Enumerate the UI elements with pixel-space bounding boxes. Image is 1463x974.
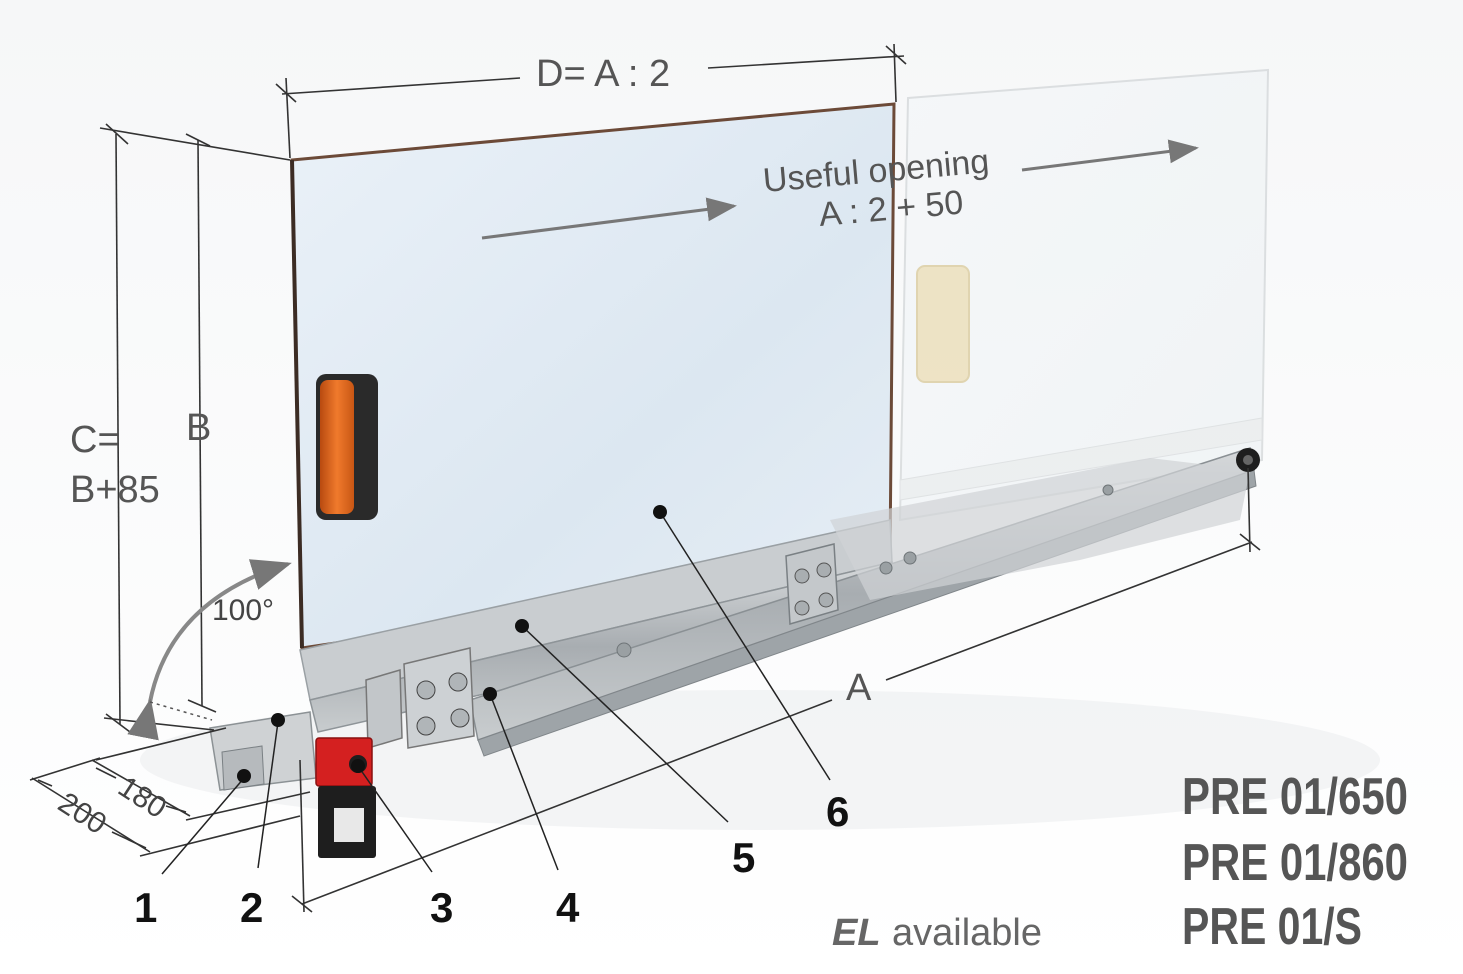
model-name-3: PRE 01/S — [1182, 898, 1362, 956]
middle-carriage-plate — [785, 543, 839, 625]
glass-panel — [290, 102, 896, 650]
useful-opening-annotation: Useful opening A : 2 + 50 — [481, 139, 1199, 240]
callout-dots — [237, 505, 667, 783]
dimension-d — [275, 43, 907, 159]
safety-switch — [315, 737, 376, 858]
opening-angle — [127, 559, 292, 741]
callout-5: 5 — [732, 834, 755, 881]
ghost-panel-open-position — [898, 68, 1270, 522]
dimension-d-label: D= A : 2 — [536, 53, 670, 95]
dimension-c-label-line2: B+85 — [70, 469, 160, 511]
model-name-2: PRE 01/860 — [1182, 834, 1408, 892]
availability-text: available — [892, 912, 1042, 954]
dimension-b-label: B — [186, 407, 211, 449]
dimension-c-label-line1: C= — [70, 419, 120, 461]
callout-1: 1 — [134, 884, 157, 931]
ghost-handle — [916, 265, 970, 383]
dimension-a — [291, 467, 1261, 913]
dimension-a-label: A — [846, 667, 872, 709]
dimension-depth — [29, 727, 311, 857]
callout-leaders — [161, 511, 831, 875]
callout-2: 2 — [240, 884, 263, 931]
el-mark: EL — [832, 912, 881, 954]
angle-label: 100° — [212, 594, 274, 627]
model-name-1: PRE 01/650 — [1182, 768, 1408, 826]
door-handle — [316, 374, 378, 520]
callout-4: 4 — [556, 884, 580, 931]
callout-3: 3 — [430, 884, 453, 931]
opening-arrow-left — [481, 197, 737, 240]
hinge-carriage — [365, 647, 475, 749]
callout-6: 6 — [826, 788, 849, 835]
opening-arrow-right — [1021, 139, 1199, 172]
